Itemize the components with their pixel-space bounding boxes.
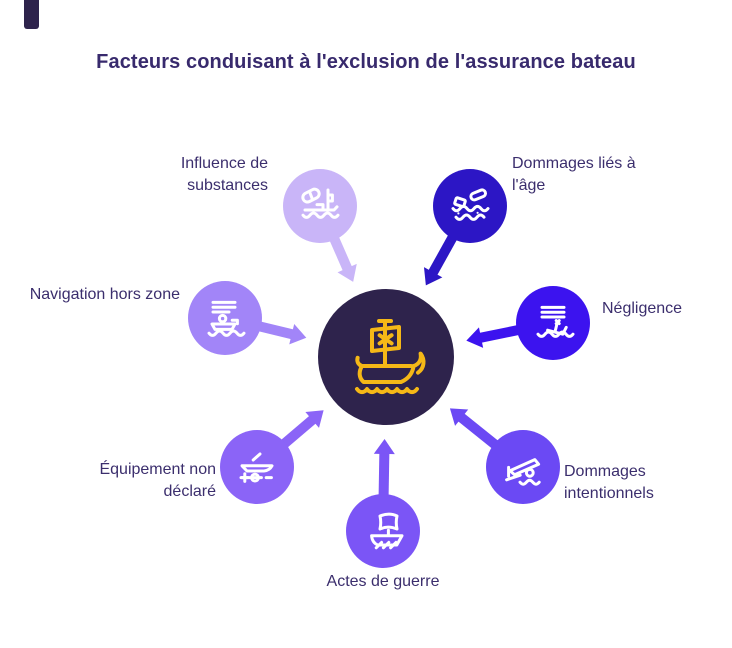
boat-ramp-icon <box>505 458 541 486</box>
factor-label-dommages-intentionnels: Dommages intentionnels <box>564 463 654 502</box>
arrow-navigation-hors-zone <box>252 319 307 345</box>
viking-ship-icon <box>355 319 426 395</box>
factor-label-dommages-age: Dommages liés à l'âge <box>512 155 636 194</box>
arrow-equipement-non-declare <box>275 410 324 452</box>
central-node-boat <box>318 289 454 425</box>
factor-label-equipement-non-declare: Équipement non déclaré <box>99 461 216 500</box>
diagram-title: Facteurs conduisant à l'exclusion de l'a… <box>96 51 636 73</box>
factor-circle-negligence <box>516 286 590 360</box>
arrow-actes-guerre <box>373 438 395 503</box>
boat-trailer-icon <box>239 452 274 483</box>
war-galley-icon <box>370 512 404 550</box>
factor-label-actes-guerre: Actes de guerre <box>326 573 440 590</box>
factor-label-navigation-hors-zone: Navigation hors zone <box>29 286 180 303</box>
factor-circle-actes-guerre <box>346 494 420 568</box>
corner-mark <box>24 0 39 29</box>
factor-circle-navigation-hors-zone <box>188 281 262 355</box>
pill-boat-icon <box>301 187 340 219</box>
arrow-influence-substances <box>327 230 357 282</box>
factor-circle-dommages-age <box>433 169 507 243</box>
arrow-dommages-age <box>423 228 461 286</box>
arrow-dommages-intentionnels <box>449 408 504 453</box>
sinking-sailboat-icon <box>536 305 575 338</box>
floating-wreckage-icon <box>451 188 490 221</box>
dinghy-rower-icon <box>207 300 246 337</box>
factor-circle-equipement-non-declare <box>220 430 294 504</box>
factor-circle-influence-substances <box>283 169 357 243</box>
factor-label-influence-substances: Influence de substances <box>180 155 268 194</box>
factor-label-negligence: Négligence <box>602 300 683 317</box>
factor-circle-dommages-intentionnels <box>486 430 560 504</box>
